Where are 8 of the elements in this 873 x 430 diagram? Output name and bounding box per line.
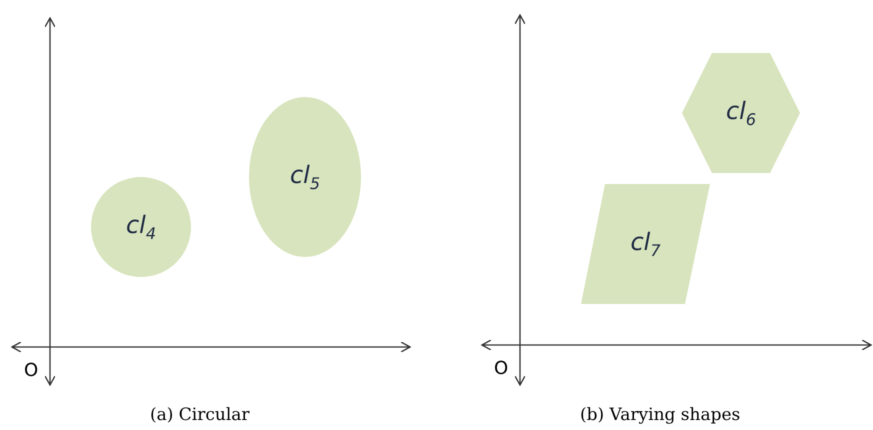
cluster-label: cl$_{7}$ bbox=[630, 228, 661, 260]
origin-label: O bbox=[24, 360, 38, 381]
cluster-label: cl$_{5}$ bbox=[290, 161, 320, 193]
subfigure-caption: (a) Circular bbox=[150, 405, 250, 425]
origin-label: O bbox=[494, 358, 508, 379]
cluster-label: cl$_{6}$ bbox=[726, 97, 756, 129]
subfigure-caption: (b) Varying shapes bbox=[580, 405, 740, 425]
cluster-label: cl$_{4}$ bbox=[126, 211, 156, 243]
